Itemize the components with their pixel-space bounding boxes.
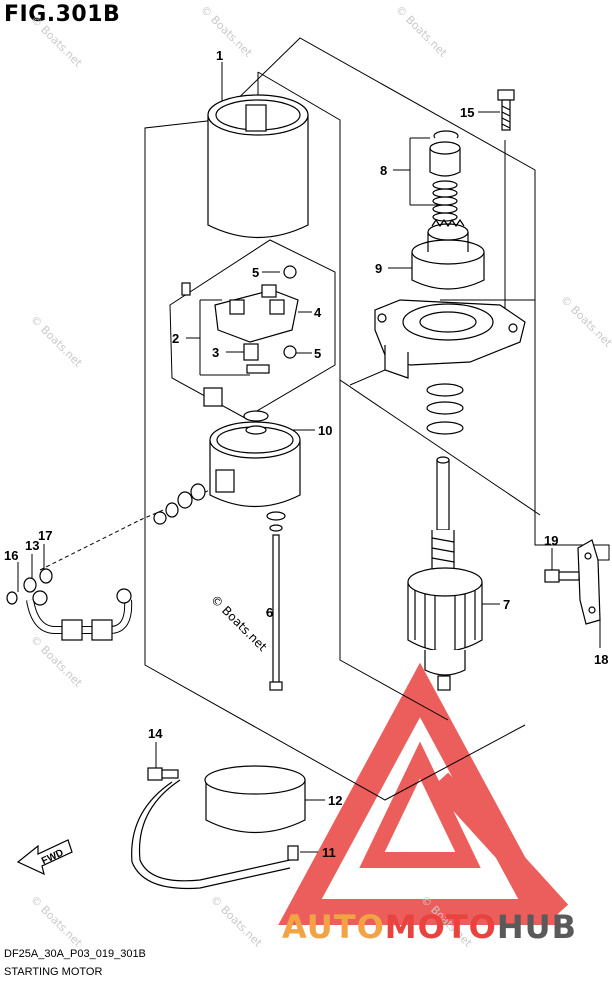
- callout-3: 3: [212, 345, 219, 360]
- callout-6: 6: [266, 605, 273, 620]
- svg-text:© Boats.net: © Boats.net: [28, 313, 85, 370]
- svg-text:© Boats.net: © Boats.net: [28, 13, 85, 70]
- callout-16: 16: [4, 548, 18, 563]
- watermark-center: © Boats.net: [208, 592, 270, 654]
- figure-name: STARTING MOTOR: [4, 966, 103, 978]
- callout-10: 10: [318, 423, 332, 438]
- battery-cable-parts: [6, 568, 133, 641]
- mount-bracket-part: [544, 539, 601, 625]
- svg-text:© Boats.net: © Boats.net: [198, 3, 255, 60]
- pinion-gear-part: [411, 218, 485, 290]
- brand-part-auto: AUTO: [282, 908, 385, 946]
- brand-part-hub: HUB: [496, 908, 578, 946]
- callout-11: 11: [322, 845, 336, 860]
- callout-8: 8: [380, 163, 387, 178]
- callout-2: 2: [172, 331, 179, 346]
- armature-part: [407, 456, 483, 691]
- callout-labels: 1 2 3 4 5 5 6 7 8 9 10 11 12 13 14 15 16…: [4, 48, 608, 860]
- callout-13: 13: [25, 538, 39, 553]
- brand-part-moto: MOTO: [384, 908, 497, 946]
- svg-text:© Boats.net: © Boats.net: [393, 3, 450, 60]
- leader-lines: [17, 62, 601, 853]
- callout-12: 12: [328, 793, 342, 808]
- callout-14: 14: [148, 726, 163, 741]
- callout-17: 17: [38, 528, 52, 543]
- assembly-outline: [144, 37, 610, 801]
- pinion-stop-parts: [429, 130, 461, 222]
- through-bolt-part: [266, 511, 286, 691]
- callout-4: 4: [314, 305, 322, 320]
- brush-holder-part: [181, 265, 299, 374]
- brand-wordmark: AUTOMOTOHUB: [282, 908, 602, 948]
- logo-triangle: [278, 662, 569, 925]
- svg-text:© Boats.net: © Boats.net: [28, 633, 85, 690]
- callout-18: 18: [594, 652, 608, 667]
- callout-5a: 5: [252, 265, 259, 280]
- washers-stack: [426, 383, 464, 435]
- svg-text:© Boats.net: © Boats.net: [28, 893, 85, 950]
- callout-7: 7: [503, 597, 510, 612]
- callout-5b: 5: [314, 346, 321, 361]
- terminal-plate: [203, 387, 223, 407]
- figure-code: DF25A_30A_P03_019_301B: [4, 948, 146, 960]
- callout-9: 9: [375, 261, 382, 276]
- bolt-15-part: [497, 89, 515, 131]
- callout-15: 15: [460, 105, 474, 120]
- rear-cover-part: [209, 410, 301, 508]
- callout-1: 1: [216, 48, 223, 63]
- watermarks: © Boats.net © Boats.net © Boats.net © Bo…: [28, 3, 612, 950]
- fwd-label: FWD: [40, 847, 65, 867]
- fwd-arrow-icon: [16, 839, 73, 876]
- front-bracket-part: [374, 299, 526, 379]
- clamp-band-parts: [131, 765, 306, 890]
- terminal-nuts: [153, 483, 206, 525]
- callout-19: 19: [544, 533, 558, 548]
- yoke-cylinder-part: [207, 94, 309, 238]
- svg-text:© Boats.net: © Boats.net: [558, 293, 612, 350]
- svg-text:© Boats.net: © Boats.net: [208, 893, 265, 950]
- figure-title: FIG.301B: [4, 2, 121, 27]
